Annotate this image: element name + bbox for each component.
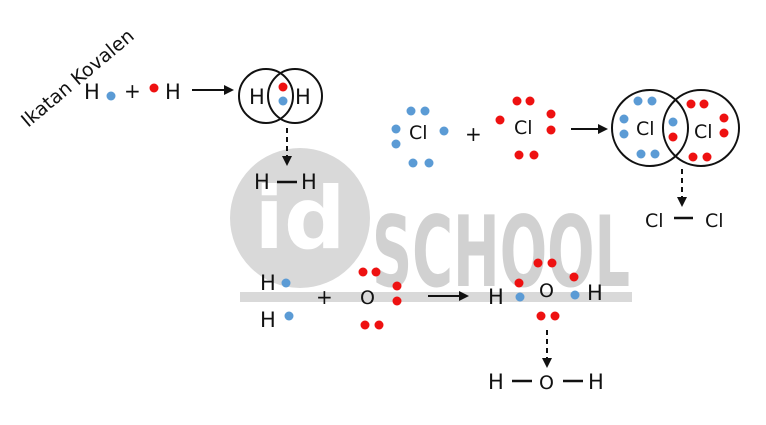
electron-blue	[439, 126, 449, 136]
water-bond-section: H H + O H O H H O H	[260, 258, 604, 394]
cl-orbital-right	[662, 89, 740, 167]
o-atom: O	[360, 287, 375, 309]
electron-red	[546, 125, 556, 135]
electron-red	[702, 152, 712, 162]
h2o-h-left: H	[488, 285, 504, 309]
electron-red	[536, 311, 546, 321]
shared-electron-red	[668, 132, 678, 142]
electron-red	[529, 150, 539, 160]
electron-blue	[633, 96, 643, 106]
electron-blue	[408, 158, 418, 168]
h2o-structural-h-right: H	[588, 370, 604, 394]
electron-red	[149, 83, 159, 93]
h-atom-top: H	[260, 271, 276, 295]
electron-blue	[636, 149, 646, 159]
h2o-structural-o: O	[539, 372, 554, 394]
electron-blue	[284, 311, 294, 321]
h-atom-bottom: H	[260, 308, 276, 332]
plus-sign: +	[316, 285, 333, 309]
h-atom-left: H	[84, 80, 100, 104]
electron-blue	[424, 158, 434, 168]
cl-orbital-left	[611, 89, 689, 167]
watermark-text: SCHOOL	[372, 196, 630, 310]
cl2-structural-right: Cl	[705, 210, 724, 232]
hydrogen-bond-section: H + H H H H H	[84, 68, 323, 194]
h-orbital-right	[267, 68, 323, 124]
h2o-structural-h-left: H	[488, 370, 504, 394]
h2-atom-left: H	[249, 85, 265, 109]
h-orbital-left	[238, 68, 294, 124]
shared-electron-red	[514, 278, 524, 288]
plus-sign: +	[465, 122, 482, 146]
electron-blue	[106, 91, 116, 101]
shared-electron-blue	[668, 117, 678, 127]
cl2-atom-left: Cl	[636, 118, 655, 140]
electron-red	[514, 150, 524, 160]
page-title: Ikatan Kovalen	[17, 25, 138, 132]
electron-blue	[406, 106, 416, 116]
electron-blue	[391, 124, 401, 134]
cl-atom-left: Cl	[409, 122, 428, 144]
cl-atom-right: Cl	[514, 117, 533, 139]
h2o-h-right: H	[587, 281, 603, 305]
cl2-structural-left: Cl	[645, 210, 664, 232]
watermark-badge	[230, 148, 370, 288]
electron-red	[546, 109, 556, 119]
electron-red	[688, 152, 698, 162]
electron-red	[550, 311, 560, 321]
electron-red	[512, 96, 522, 106]
electron-red	[533, 258, 543, 268]
electron-red	[360, 320, 370, 330]
electron-blue	[650, 149, 660, 159]
electron-red	[495, 115, 505, 125]
h2-atom-right: H	[295, 85, 311, 109]
electron-red	[686, 99, 696, 109]
chlorine-bond-section: Cl + Cl Cl Cl	[391, 89, 740, 232]
shared-electron-blue	[515, 292, 525, 302]
electron-red	[371, 267, 381, 277]
electron-red	[719, 128, 729, 138]
electron-red	[374, 320, 384, 330]
electron-blue	[391, 139, 401, 149]
electron-red	[699, 99, 709, 109]
electron-blue	[420, 106, 430, 116]
h2o-o-center: O	[539, 280, 554, 302]
watermark: id SCHOOL	[230, 148, 632, 310]
electron-blue	[647, 96, 657, 106]
h-atom-right: H	[165, 80, 181, 104]
h2-structural-right: H	[301, 170, 317, 194]
h2-structural-left: H	[254, 170, 270, 194]
electron-red	[392, 281, 402, 291]
shared-electron-blue	[278, 96, 288, 106]
shared-electron-red	[569, 272, 579, 282]
electron-red	[525, 96, 535, 106]
electron-blue	[619, 114, 629, 124]
cl2-atom-right: Cl	[694, 121, 713, 143]
electron-blue	[281, 278, 291, 288]
shared-electron-red	[278, 82, 288, 92]
electron-red	[547, 258, 557, 268]
shared-electron-blue	[570, 290, 580, 300]
watermark-badge-text: id	[254, 169, 345, 269]
electron-blue	[619, 129, 629, 139]
electron-red	[719, 113, 729, 123]
plus-sign: +	[124, 79, 141, 103]
electron-red	[358, 267, 368, 277]
electron-red	[392, 296, 402, 306]
